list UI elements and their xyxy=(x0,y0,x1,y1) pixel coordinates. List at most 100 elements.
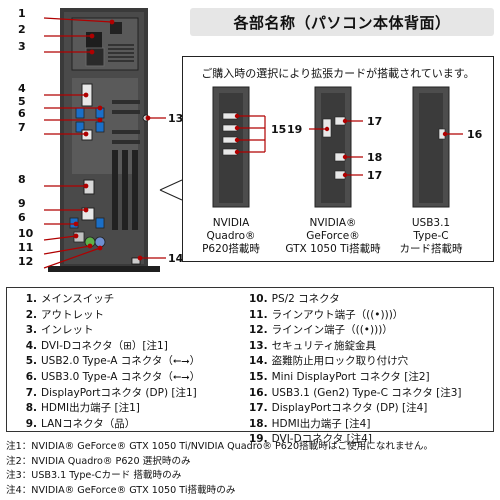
legend-number: 11. xyxy=(249,308,268,321)
legend-text: 盗難防止用ロック取り付け穴 xyxy=(271,355,409,368)
callout-number: 2 xyxy=(18,23,26,36)
usb3-port xyxy=(95,217,105,229)
lock-hole xyxy=(131,257,141,265)
callout-number: 12 xyxy=(18,255,34,268)
legend-text: ラインイン端子（((•)))） xyxy=(271,324,393,337)
legend-item: 1. メインスイッチ xyxy=(21,292,200,308)
callout-17b: 17 xyxy=(367,169,383,182)
legend-text: アウトレット xyxy=(41,308,104,321)
diagram-title: 各部名称（パソコン本体背面） xyxy=(190,8,494,36)
callout-number: 3 xyxy=(18,40,26,53)
legend-text: DisplayPortコネクタ (DP) [注4] xyxy=(271,402,428,415)
callout-number: 6 xyxy=(18,211,26,224)
callout-number: 11 xyxy=(18,241,34,254)
legend-text: DVI-Dコネクタ（⊞）[注1] xyxy=(41,339,168,352)
line-in-jack xyxy=(94,236,106,248)
legend-item: 5. USB2.0 Type-A コネクタ（⭠⭢） xyxy=(21,354,200,370)
legend-item: 9. LANコネクタ（品） xyxy=(21,417,200,433)
legend-number: 17. xyxy=(249,402,268,415)
legend-text: DVI-Dコネクタ [注4] xyxy=(271,433,372,446)
legend-item: 17.DisplayPortコネクタ (DP) [注4] xyxy=(249,401,462,417)
callout-number: 1 xyxy=(18,7,26,20)
legend-item: 18.HDMI出力端子 [注4] xyxy=(249,417,462,433)
callout-number: 4 xyxy=(18,82,26,95)
legend-text: LANコネクタ（品） xyxy=(41,417,136,430)
legend-item: 6. USB3.0 Type-A コネクタ（⭠⭢） xyxy=(21,370,200,386)
callout-number: 7 xyxy=(18,121,26,134)
callout-number: 10 xyxy=(18,227,34,240)
stand xyxy=(48,266,160,272)
callout-17a: 17 xyxy=(367,115,383,128)
legend-text: HDMI出力端子 [注1] xyxy=(41,402,140,415)
usb3-port xyxy=(95,121,105,133)
legend-item: 10.PS/2 コネクタ xyxy=(249,292,462,308)
legend-number: 14. xyxy=(249,355,268,368)
legend-number: 15. xyxy=(249,370,268,383)
callout-number: 14 xyxy=(168,252,184,265)
legend-item: 15.Mini DisplayPort コネクタ [注2] xyxy=(249,370,462,386)
legend-text: セキュリティ施錠金具 xyxy=(271,339,376,352)
legend-item: 11.ラインアウト端子（((•)))） xyxy=(249,308,462,324)
pc-rear-illustration xyxy=(43,8,183,272)
legend-text: インレット xyxy=(41,324,94,337)
legend-number: 9. xyxy=(25,417,37,430)
legend-item: 3. インレット xyxy=(21,323,200,339)
legend-number: 7. xyxy=(25,386,37,399)
inlet xyxy=(85,47,105,67)
legend-text: ラインアウト端子（((•)))） xyxy=(271,308,404,321)
legend-text: PS/2 コネクタ xyxy=(271,293,340,305)
callout-number: 6 xyxy=(18,107,26,120)
legend-number: 18. xyxy=(249,417,268,430)
legend-item: 13.セキュリティ施錠金具 xyxy=(249,339,462,355)
usb2-port xyxy=(75,107,85,119)
callout-18: 18 xyxy=(367,151,383,164)
legend-text: USB3.0 Type-A コネクタ（⭠⭢） xyxy=(41,370,201,383)
footnotes: 注1：NVIDIA® GeForce® GTX 1050 Ti/NVIDIA Q… xyxy=(6,440,496,498)
legend-text: USB3.1 (Gen2) Type-C コネクタ [注3] xyxy=(271,386,462,399)
legend-text: HDMI出力端子 [注4] xyxy=(271,417,371,430)
legend-text: メインスイッチ xyxy=(41,293,115,305)
legend-text: Mini DisplayPort コネクタ [注2] xyxy=(271,370,430,383)
callout-number: 8 xyxy=(18,173,26,186)
legend-item: 4. DVI-Dコネクタ（⊞）[注1] xyxy=(21,339,200,355)
legend-number: 2. xyxy=(25,308,37,321)
expansion-card-box: ご購入時の選択により拡張カードが搭載されています。 xyxy=(182,56,494,262)
footnote: 注3：USB3.1 Type-Cカード 搭載時のみ xyxy=(6,470,182,482)
legend-number: 10. xyxy=(249,293,268,305)
main-switch xyxy=(110,22,122,34)
legend-item: 19.DVI-Dコネクタ [注4] xyxy=(249,432,462,448)
legend-number: 8. xyxy=(25,402,37,415)
legend-number: 4. xyxy=(25,339,37,352)
footnote: 注4：NVIDIA® GeForce® GTX 1050 Ti搭載時のみ xyxy=(6,484,236,496)
usb3-port xyxy=(75,121,85,133)
legend-number: 3. xyxy=(25,324,37,337)
parts-legend: 1. メインスイッチ 2. アウトレット 3. インレット 4. DVI-Dコネクタ（⊞）[注… xyxy=(6,287,494,445)
legend-item: 8. HDMI出力端子 [注1] xyxy=(21,401,200,417)
legend-text: DisplayPortコネクタ (DP) [注1] xyxy=(41,386,197,399)
legend-text: USB2.0 Type-A コネクタ（⭠⭢） xyxy=(41,355,201,368)
card-label-geforce: NVIDIA®GeForce®GTX 1050 Ti搭載時 xyxy=(285,217,381,255)
legend-item: 16.USB3.1 (Gen2) Type-C コネクタ [注3] xyxy=(249,386,462,402)
callout-number: 13 xyxy=(168,112,184,125)
callout-16: 16 xyxy=(467,128,483,141)
footnote: 注2：NVIDIA Quadro® P620 選択時のみ xyxy=(6,455,191,467)
legend-item: 14.盗難防止用ロック取り付け穴 xyxy=(249,354,462,370)
legend-item: 7. DisplayPortコネクタ (DP) [注1] xyxy=(21,386,200,402)
legend-number: 1. xyxy=(25,293,37,305)
legend-number: 6. xyxy=(25,370,37,383)
legend-item: 12.ラインイン端子（((•)))） xyxy=(249,323,462,339)
callout-number: 5 xyxy=(18,95,26,108)
outlet xyxy=(86,32,102,48)
footnote: 注1：NVIDIA® GeForce® GTX 1050 Ti/NVIDIA Q… xyxy=(6,441,434,452)
legend-number: 5. xyxy=(25,355,37,368)
legend-number: 13. xyxy=(249,339,268,352)
legend-column-left: 1. メインスイッチ 2. アウトレット 3. インレット 4. DVI-Dコネクタ（⊞）[注… xyxy=(21,292,200,432)
expansion-cards xyxy=(212,86,463,208)
legend-item: 2. アウトレット xyxy=(21,308,200,324)
callout-19: 19 xyxy=(287,123,303,136)
legend-number: 16. xyxy=(249,386,268,399)
legend-number: 19. xyxy=(249,433,268,446)
